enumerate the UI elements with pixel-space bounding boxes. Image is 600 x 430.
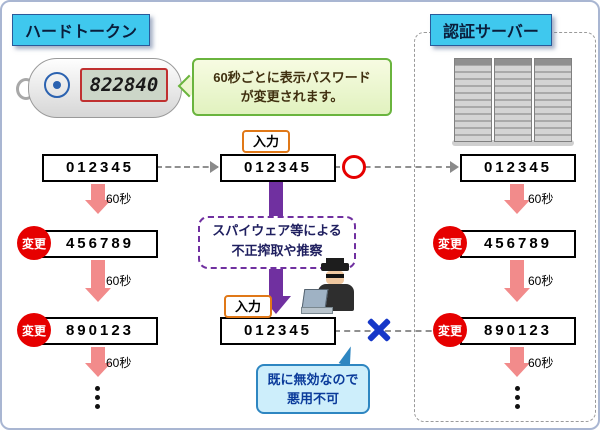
entered-password-2: 012345: [220, 317, 336, 345]
token-password-1: 012345: [42, 154, 158, 182]
token-password-3: 890123: [42, 317, 158, 345]
down-arrow-icon: [504, 184, 530, 214]
server-rack-icon: [454, 58, 492, 142]
down-arrow-icon: [85, 347, 111, 377]
server-rack-icon: [494, 58, 532, 142]
down-arrow-icon: [85, 260, 111, 302]
down-arrow-icon: [85, 184, 111, 214]
server-password-2: 456789: [460, 230, 576, 258]
ellipsis-icon: [514, 386, 520, 413]
interval-label: 60秒: [106, 356, 132, 370]
invalid-note: 既に無効なので 悪用不可: [256, 364, 370, 414]
arrow-shaft: [510, 347, 524, 363]
interval-label: 60秒: [106, 274, 132, 288]
down-arrow-icon: [504, 347, 530, 377]
change-badge: 変更: [433, 226, 467, 260]
interval-label: 60秒: [106, 192, 132, 206]
token-lcd-display: 822840: [80, 68, 168, 102]
arrow-shaft: [510, 260, 524, 288]
interval-label: 60秒: [528, 356, 554, 370]
interval-label: 60秒: [528, 192, 554, 206]
server-base: [452, 140, 574, 146]
interval-label: 60秒: [528, 274, 554, 288]
rejected-x-icon: [365, 316, 393, 344]
invalid-line2: 悪用不可: [286, 391, 339, 406]
arrowhead-right-icon: [210, 161, 219, 173]
arrow-head: [85, 200, 111, 214]
server-rack-icon: [534, 58, 572, 142]
change-badge: 変更: [17, 313, 51, 347]
arrow-head: [504, 288, 530, 302]
arrow-head: [504, 363, 530, 377]
input-label-1: 入力: [242, 130, 290, 153]
server-password-1: 012345: [460, 154, 576, 182]
arrow-shaft: [91, 347, 105, 363]
arrow-shaft: [510, 184, 524, 200]
spy-icon: [301, 258, 359, 319]
auth-server-title: 認証サーバー: [430, 14, 552, 46]
note-line1: 60秒ごとに表示パスワード: [213, 70, 371, 85]
ellipsis-icon: [94, 386, 100, 413]
hard-token-title: ハードトークン: [12, 14, 151, 46]
ok-circle-icon: [342, 155, 366, 179]
dashed-connector: [334, 330, 452, 332]
spyware-line2: 不正搾取や推察: [231, 243, 323, 258]
dashed-connector: [334, 166, 452, 168]
note-line2: が変更されます。: [240, 89, 344, 104]
spyware-line1: スパイウェア等による: [212, 223, 342, 238]
change-badge: 変更: [17, 226, 51, 260]
change-badge: 変更: [433, 313, 467, 347]
arrow-head: [85, 288, 111, 302]
password-change-note: 60秒ごとに表示パスワード が変更されます。: [192, 58, 392, 116]
arrow-shaft: [91, 184, 105, 200]
arrow-head: [504, 200, 530, 214]
arrow-shaft: [91, 260, 105, 288]
token-password-2: 456789: [42, 230, 158, 258]
arrow-head: [85, 363, 111, 377]
arrowhead-right-icon: [450, 161, 459, 173]
token-logo-icon: [44, 72, 70, 98]
down-arrow-icon: [504, 260, 530, 302]
server-password-3: 890123: [460, 317, 576, 345]
entered-password-1: 012345: [220, 154, 336, 182]
invalid-line1: 既に無効なので: [267, 372, 359, 387]
input-label-2: 入力: [224, 295, 272, 318]
dashed-connector: [156, 166, 218, 168]
